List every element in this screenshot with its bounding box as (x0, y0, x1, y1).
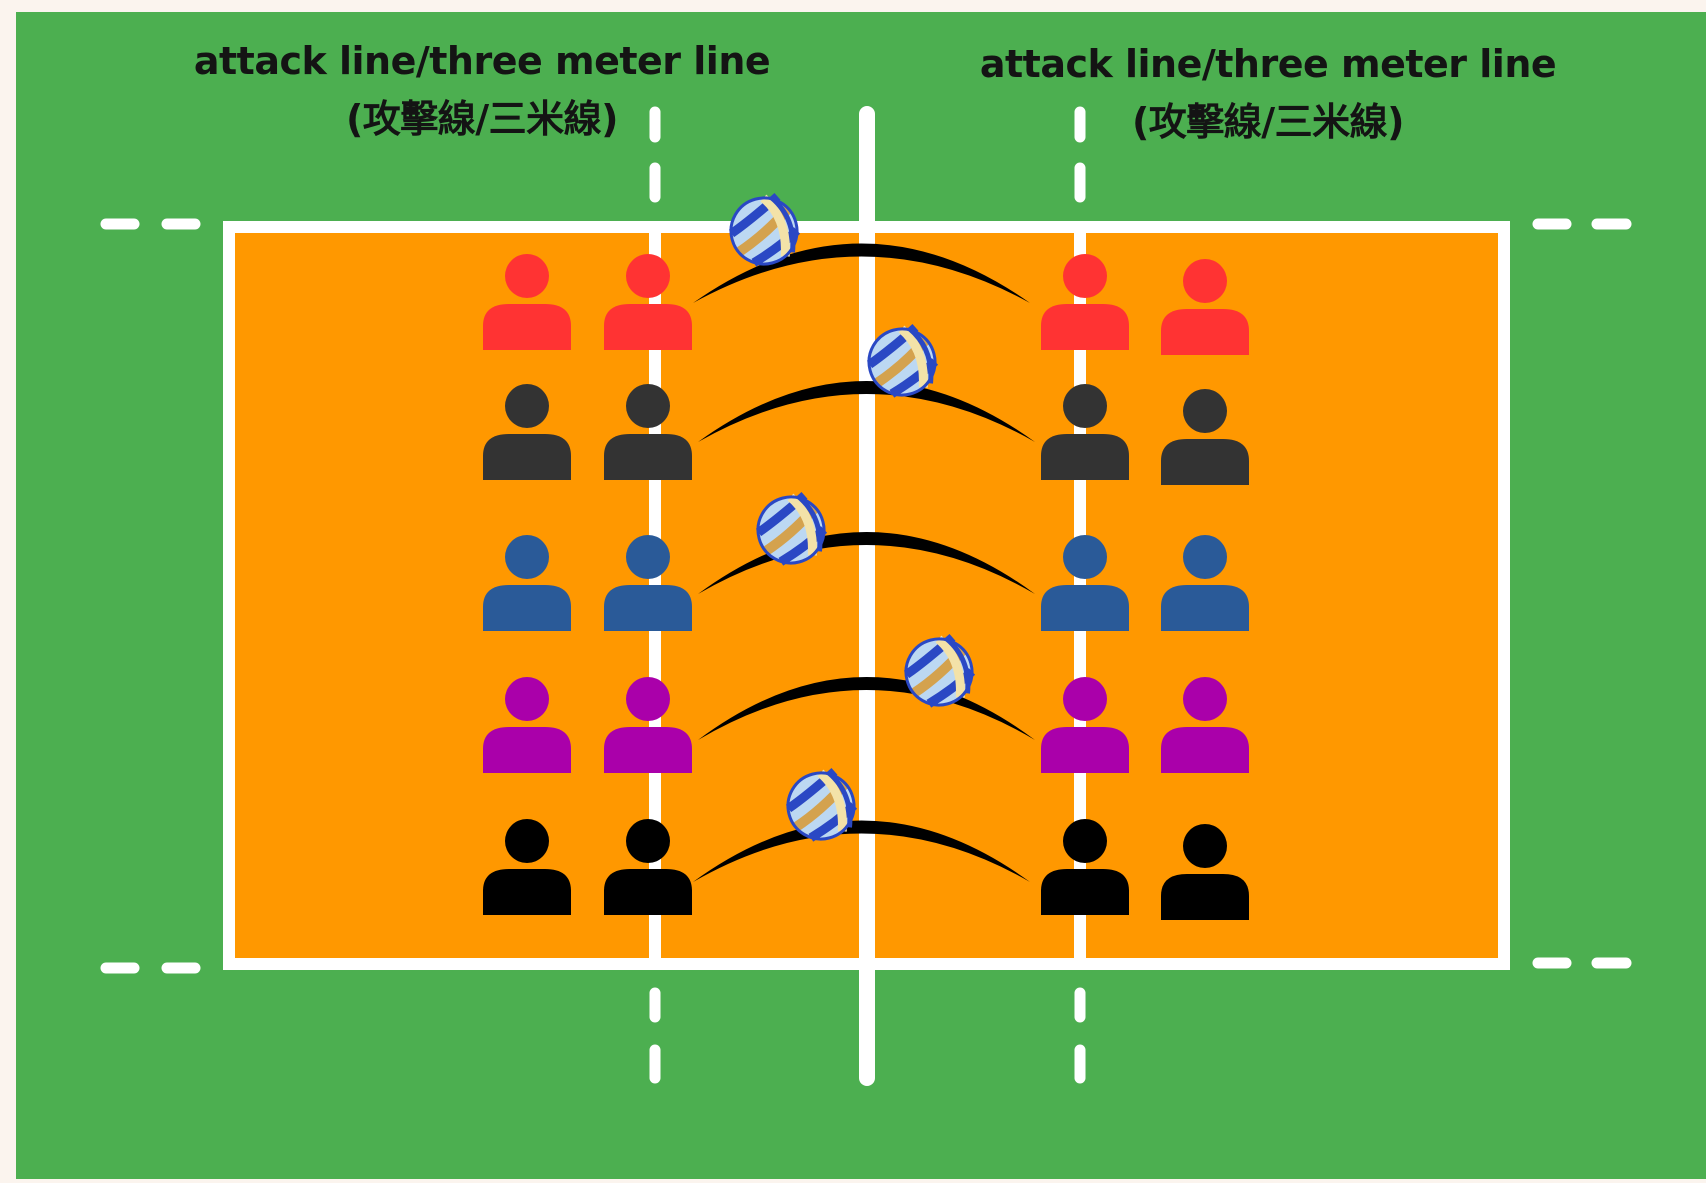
attack-line-label-right: attack line/three meter line (攻擊線/三米線) (958, 35, 1578, 151)
person-icon (483, 535, 571, 631)
person-icon (604, 384, 692, 480)
person-icon (483, 254, 571, 350)
label-english: attack line/three meter line (193, 39, 771, 83)
person-icon (483, 384, 571, 480)
person-icon (604, 535, 692, 631)
person-icon (1041, 819, 1129, 915)
attack-line-label-left: attack line/three meter line (攻擊線/三米線) (172, 32, 792, 148)
person-icon (604, 677, 692, 773)
person-icon (1161, 824, 1249, 920)
label-english: attack line/three meter line (979, 42, 1557, 86)
person-icon (1041, 384, 1129, 480)
person-icon (1041, 535, 1129, 631)
person-icon (604, 254, 692, 350)
person-icon (1161, 259, 1249, 355)
label-chinese: (攻擊線/三米線) (1131, 100, 1405, 144)
ball-trajectory-arc (693, 820, 1030, 882)
person-icon (1161, 535, 1249, 631)
ball-trajectory-arc (698, 381, 1035, 442)
person-icon (1161, 389, 1249, 485)
person-icon (1041, 677, 1129, 773)
person-icon (1041, 254, 1129, 350)
sideline-dashes (100, 218, 1632, 974)
person-icon (483, 677, 571, 773)
label-chinese: (攻擊線/三米線) (345, 97, 619, 141)
person-icon (1161, 677, 1249, 773)
person-icon (483, 819, 571, 915)
person-icon (604, 819, 692, 915)
